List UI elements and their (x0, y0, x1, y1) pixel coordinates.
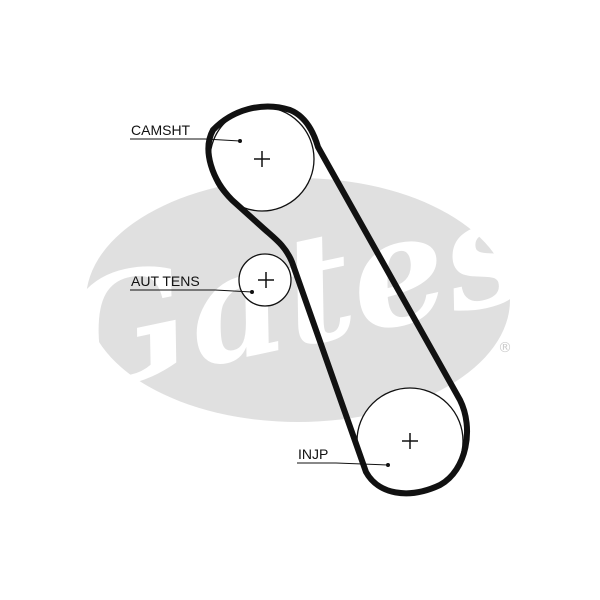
tensioner-center-cross (258, 272, 274, 288)
tensioner-label: AUT TENS (131, 273, 200, 289)
timing-belt (205, 103, 470, 497)
camshaft-label: CAMSHT (131, 122, 191, 138)
logo-ellipse (86, 178, 510, 422)
camshaft-center-cross (254, 151, 270, 167)
injection-pump-center-cross (402, 433, 418, 449)
injection-pump-leader (297, 462, 390, 467)
camshaft-leader (130, 138, 242, 143)
tensioner-leader (130, 289, 254, 294)
injection-pump-label: INJP (298, 446, 328, 462)
logo-registered-mark: ® (498, 340, 512, 356)
